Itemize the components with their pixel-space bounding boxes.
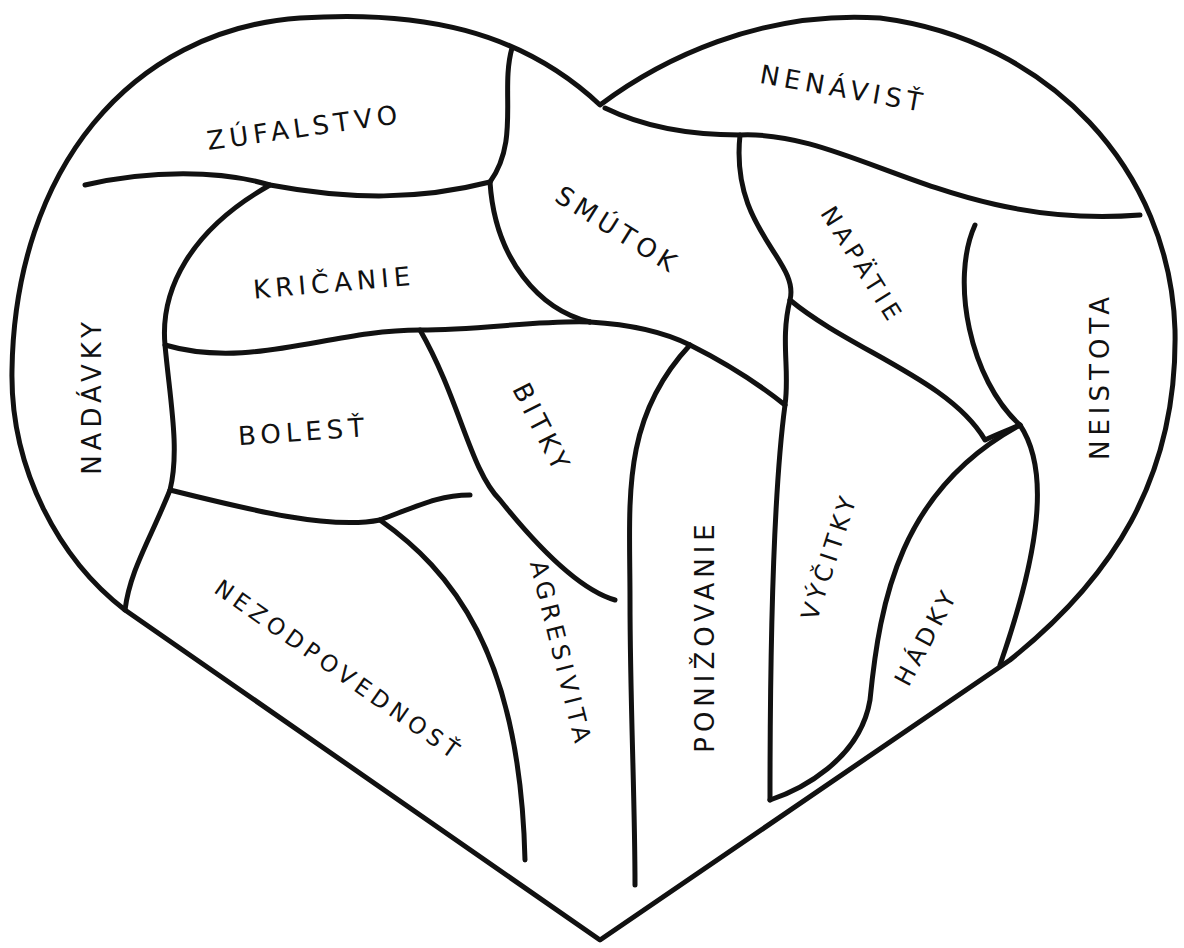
region-label: NEISTOTA xyxy=(1087,292,1113,460)
region-label: NENÁVISŤ xyxy=(758,61,929,116)
region-label: NADÁVKY xyxy=(79,317,105,475)
region-label: PONIŽOVANIE xyxy=(692,519,718,753)
heart-region: HÁDKY xyxy=(885,582,966,698)
heart-region: KRIČANIE xyxy=(244,260,416,307)
heart-region: AGRESIVITA xyxy=(521,550,598,751)
heart-region: VÝČITKY xyxy=(792,488,864,631)
region-label: KRIČANIE xyxy=(252,263,416,303)
region-label: SMÚTOK xyxy=(552,182,686,279)
region-line xyxy=(964,225,1037,665)
heart-region: ZÚFALSTVO xyxy=(196,98,403,158)
region-line xyxy=(85,174,490,196)
heart-region: BITKY xyxy=(502,370,579,479)
region-label: NEZODPOVEDNOSŤ xyxy=(210,576,466,765)
region-line xyxy=(165,322,590,353)
heart-region: PONIŽOVANIE xyxy=(689,519,721,761)
region-label: ZÚFALSTVO xyxy=(205,101,404,154)
region-line xyxy=(790,300,1020,440)
region-label: HÁDKY xyxy=(891,583,963,689)
heart-region: NEISTOTA xyxy=(1084,292,1116,468)
region-line xyxy=(739,135,791,800)
region-line xyxy=(605,108,1140,217)
region-line xyxy=(420,330,615,600)
region-label: NAPÄTIE xyxy=(816,202,907,328)
region-line xyxy=(170,490,470,523)
region-line xyxy=(630,345,690,885)
heart-region: NENÁVISŤ xyxy=(750,57,930,119)
heart-region: BOLESŤ xyxy=(229,411,370,453)
heart-region: NADÁVKY xyxy=(76,317,108,483)
region-line xyxy=(380,520,525,860)
heart-region: NEZODPOVEDNOSŤ xyxy=(202,569,468,768)
region-line xyxy=(125,185,270,610)
region-line xyxy=(490,48,512,182)
heart-region: SMÚTOK xyxy=(543,175,687,281)
region-line xyxy=(770,425,1020,800)
heart-outline xyxy=(12,16,1175,940)
region-line xyxy=(590,322,785,405)
heart-region: NAPÄTIE xyxy=(810,194,911,330)
region-label: VÝČITKY xyxy=(797,489,861,623)
region-label: BITKY xyxy=(508,379,576,478)
region-label: BOLESŤ xyxy=(238,414,371,449)
